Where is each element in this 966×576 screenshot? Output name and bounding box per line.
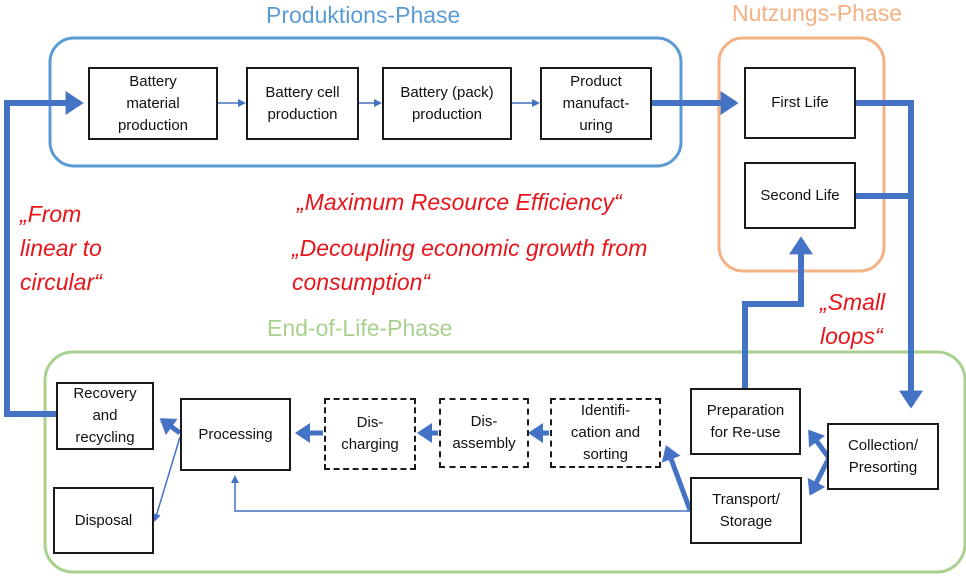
disposal-box: Disposal — [53, 487, 154, 554]
processing-box: Processing — [180, 398, 291, 471]
end-of-life-phase-container — [43, 350, 966, 574]
product-manufacturing-box: Product manufact- uring — [540, 67, 652, 140]
transport-storage-box: Transport/ Storage — [690, 477, 802, 544]
arrow-collection-to-transport — [807, 456, 832, 496]
arrow-first-life-to-collection — [855, 100, 923, 409]
quote-decoupling: „Decoupling economic growth from consump… — [292, 235, 648, 295]
disassembly-box: Dis- assembly — [439, 398, 529, 468]
arrow-transport-to-identification — [661, 445, 693, 511]
arrow-processing-to-disposal — [152, 436, 181, 522]
discharging-box: Dis- charging — [324, 398, 416, 470]
battery-material-production-box: Battery material production — [88, 67, 218, 140]
arrow-processing-to-recovery — [159, 417, 182, 436]
arrow-transport-to-processing — [231, 475, 690, 512]
arrow-collection-to-preparation — [807, 429, 832, 460]
battery-pack-production-box: Battery (pack) production — [382, 67, 512, 140]
identification-sorting-box: Identifi- cation and sorting — [550, 398, 661, 468]
usage-phase-title: Nutzungs-Phase — [732, 0, 903, 26]
preparation-reuse-box: Preparation for Re-use — [690, 388, 801, 455]
production-phase-title: Produktions-Phase — [266, 2, 461, 28]
quote-small-loops: „Small loops“ — [820, 289, 886, 349]
end-of-life-phase-title: End-of-Life-Phase — [267, 315, 453, 341]
arrow-recycling-to-material — [4, 91, 84, 417]
second-life-box: Second Life — [744, 162, 856, 229]
arrow-preparation-to-second-life — [742, 236, 813, 388]
quote-max-resource-efficiency: „Maximum Resource Efficiency“ — [297, 189, 622, 215]
first-life-box: First Life — [744, 67, 856, 139]
quote-linear-to-circular: „From linear to circular“ — [20, 201, 102, 295]
battery-cell-production-box: Battery cell production — [246, 67, 359, 140]
recovery-recycling-box: Recovery and recycling — [56, 382, 154, 450]
collection-presorting-box: Collection/ Presorting — [827, 423, 939, 490]
